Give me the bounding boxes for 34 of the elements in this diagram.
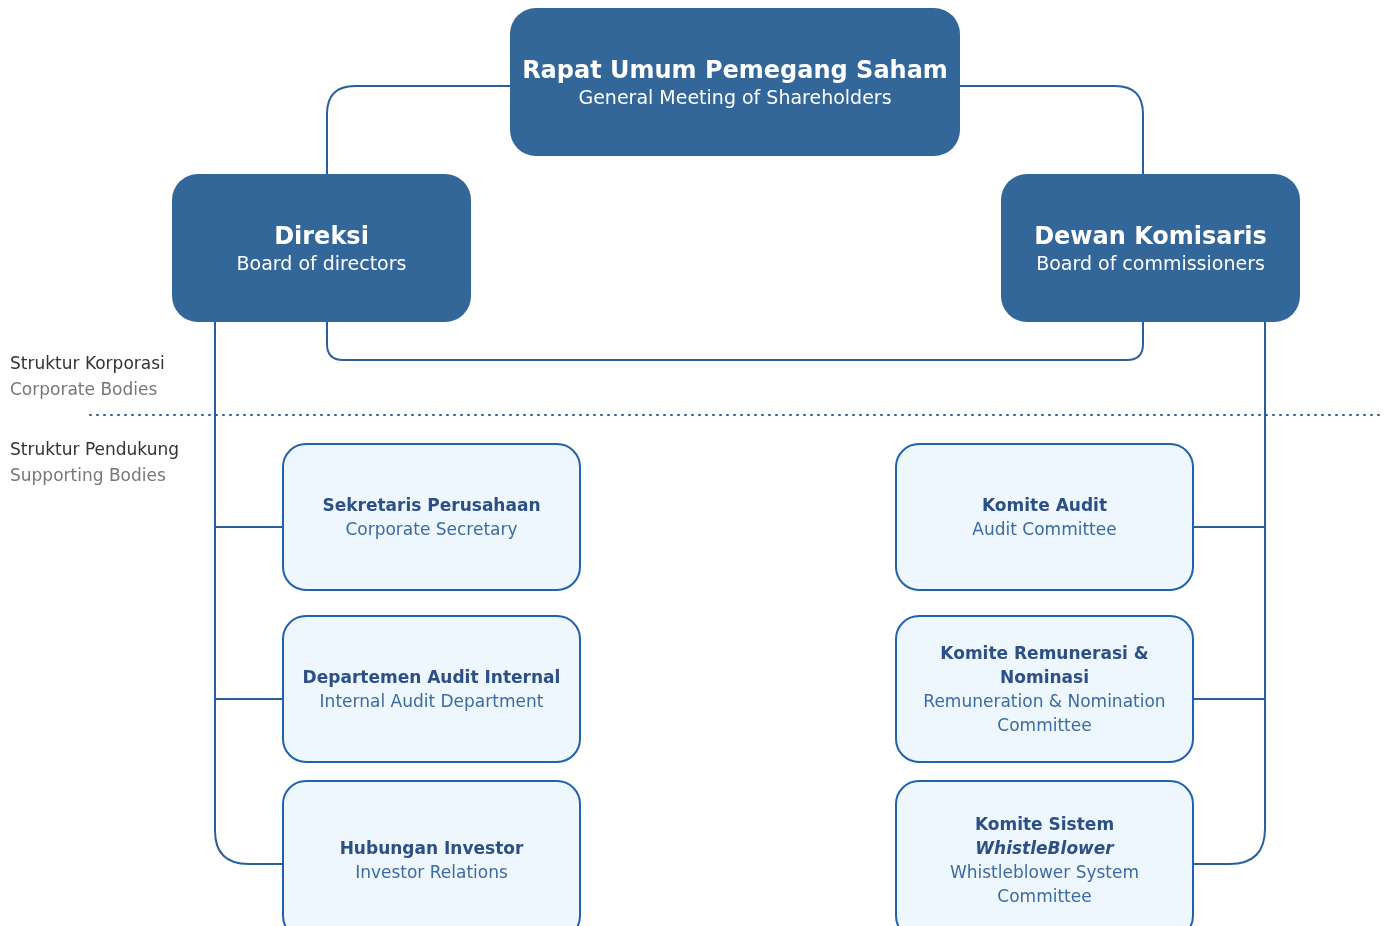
section-label: Struktur Pendukung <box>10 438 179 461</box>
section-label: Struktur Korporasi <box>10 352 165 375</box>
body-name: Direksi <box>274 220 369 251</box>
body-name-english: Remuneration & Nomination Committee <box>922 690 1167 737</box>
body-name-english: Investor Relations <box>355 861 508 884</box>
body-name: Sekretaris Perusahaan <box>322 494 541 517</box>
body-name: Departemen Audit Internal <box>302 666 561 689</box>
supporting-body-box <box>895 780 1194 926</box>
supporting-body-box <box>895 615 1194 763</box>
governance-body-box <box>1001 174 1300 322</box>
supporting-body-box <box>282 615 581 763</box>
body-name: Komite Audit <box>981 494 1108 517</box>
body-name-english: Corporate Secretary <box>345 518 518 541</box>
connector-line <box>959 85 1144 175</box>
connector-line <box>326 321 1144 361</box>
supporting-body-box <box>282 780 581 926</box>
body-name-english: Audit Committee <box>972 518 1117 541</box>
section-label-english: Supporting Bodies <box>10 464 166 487</box>
supporting-body-box <box>282 443 581 591</box>
body-name-english: Board of commissioners <box>1036 250 1265 276</box>
body-name: Rapat Umum Pemegang Saham <box>522 54 948 85</box>
body-name-english: Board of directors <box>236 250 407 276</box>
governance-body-box <box>172 174 471 322</box>
section-label-english: Corporate Bodies <box>10 378 158 401</box>
body-name-english: Whistleblower System Committee <box>948 861 1141 908</box>
connector-line <box>326 85 511 175</box>
governance-body-box <box>510 8 960 156</box>
body-name-english: General Meeting of Shareholders <box>578 84 892 110</box>
body-name: Komite Remunerasi & Nominasi <box>939 642 1150 689</box>
body-name: Hubungan Investor <box>339 837 524 860</box>
body-name: Dewan Komisaris <box>1034 220 1267 251</box>
body-name: Komite Sistem WhistleBlower <box>973 813 1116 860</box>
supporting-body-box <box>895 443 1194 591</box>
body-name-english: Internal Audit Department <box>319 690 544 713</box>
